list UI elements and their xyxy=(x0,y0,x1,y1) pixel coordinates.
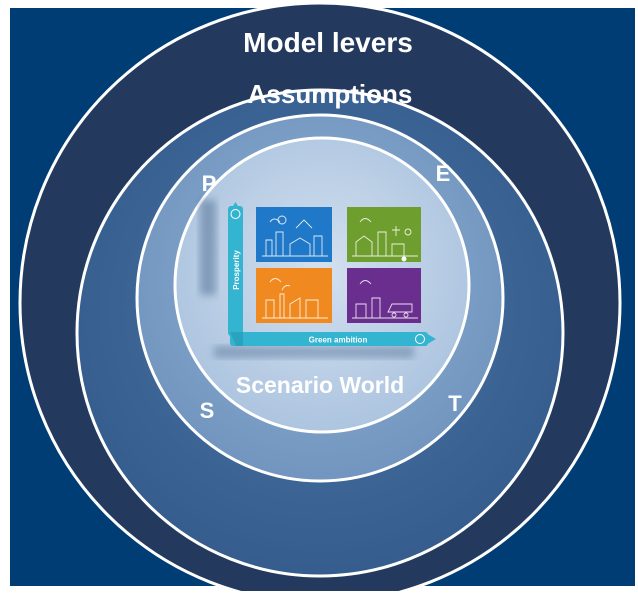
pest-letter-p: P xyxy=(202,171,217,196)
quadrant-bottom-left xyxy=(256,268,332,323)
core-label: Scenario World xyxy=(236,372,404,398)
green-town-icon xyxy=(352,218,418,257)
city-scene-icon xyxy=(262,215,328,257)
quadrant-top-left xyxy=(256,207,332,262)
pest-letter-e: E xyxy=(436,161,451,186)
pest-letter-t: T xyxy=(448,391,462,416)
green-ambition-axis: Green ambition xyxy=(230,332,436,346)
axis-shadow-bottom xyxy=(214,346,414,358)
prosperity-axis-end-icon xyxy=(230,209,241,219)
quadrant-top-right xyxy=(347,207,421,262)
green-ambition-axis-end-icon xyxy=(415,334,425,344)
middle-ring-label: Assumptions xyxy=(248,79,413,109)
pest-letter-s: S xyxy=(200,398,215,423)
transport-scene-icon xyxy=(352,280,418,319)
axis-shadow xyxy=(200,200,216,295)
quadrant-dot xyxy=(401,256,407,262)
green-ambition-axis-label: Green ambition xyxy=(309,336,368,345)
prosperity-axis: Prosperity xyxy=(228,202,243,336)
industry-scene-icon xyxy=(262,278,328,319)
outer-ring-label: Model levers xyxy=(243,27,413,58)
prosperity-axis-label: Prosperity xyxy=(232,250,241,290)
quadrant-bottom-right xyxy=(347,268,421,323)
